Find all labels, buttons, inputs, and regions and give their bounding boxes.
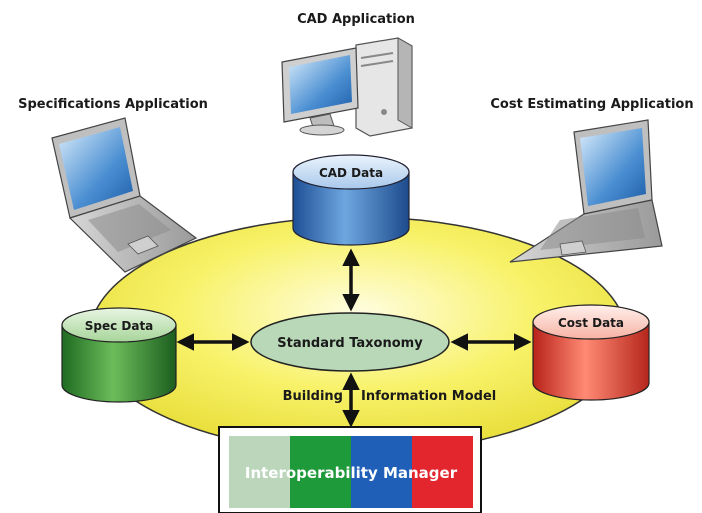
interoperability-manager-label: Interoperability Manager xyxy=(245,464,458,482)
cad-application-label: CAD Application xyxy=(297,12,415,27)
cost-estimating-application-label: Cost Estimating Application xyxy=(490,97,693,112)
building-label: Building xyxy=(283,389,343,404)
laptop-icon xyxy=(51,117,198,273)
specifications-application-label: Specifications Application xyxy=(18,97,208,112)
desktop-computer-icon xyxy=(281,37,413,137)
standard-taxonomy-node xyxy=(250,312,450,372)
cad-data-cylinder xyxy=(292,154,410,246)
cost-data-label: Cost Data xyxy=(558,316,624,330)
manager-segment-1 xyxy=(229,436,290,508)
cad-data-label: CAD Data xyxy=(319,166,383,180)
cost-data-cylinder xyxy=(532,304,650,401)
spec-data-label: Spec Data xyxy=(85,319,154,333)
manager-segment-2 xyxy=(290,436,351,508)
information-model-label: Information Model xyxy=(361,389,496,404)
laptop-icon xyxy=(509,119,663,263)
manager-segment-4 xyxy=(412,436,473,508)
spec-data-cylinder xyxy=(61,307,177,403)
manager-segment-3 xyxy=(351,436,412,508)
interoperability-manager: Interoperability Manager xyxy=(218,426,482,513)
standard-taxonomy-label: Standard Taxonomy xyxy=(277,336,423,351)
